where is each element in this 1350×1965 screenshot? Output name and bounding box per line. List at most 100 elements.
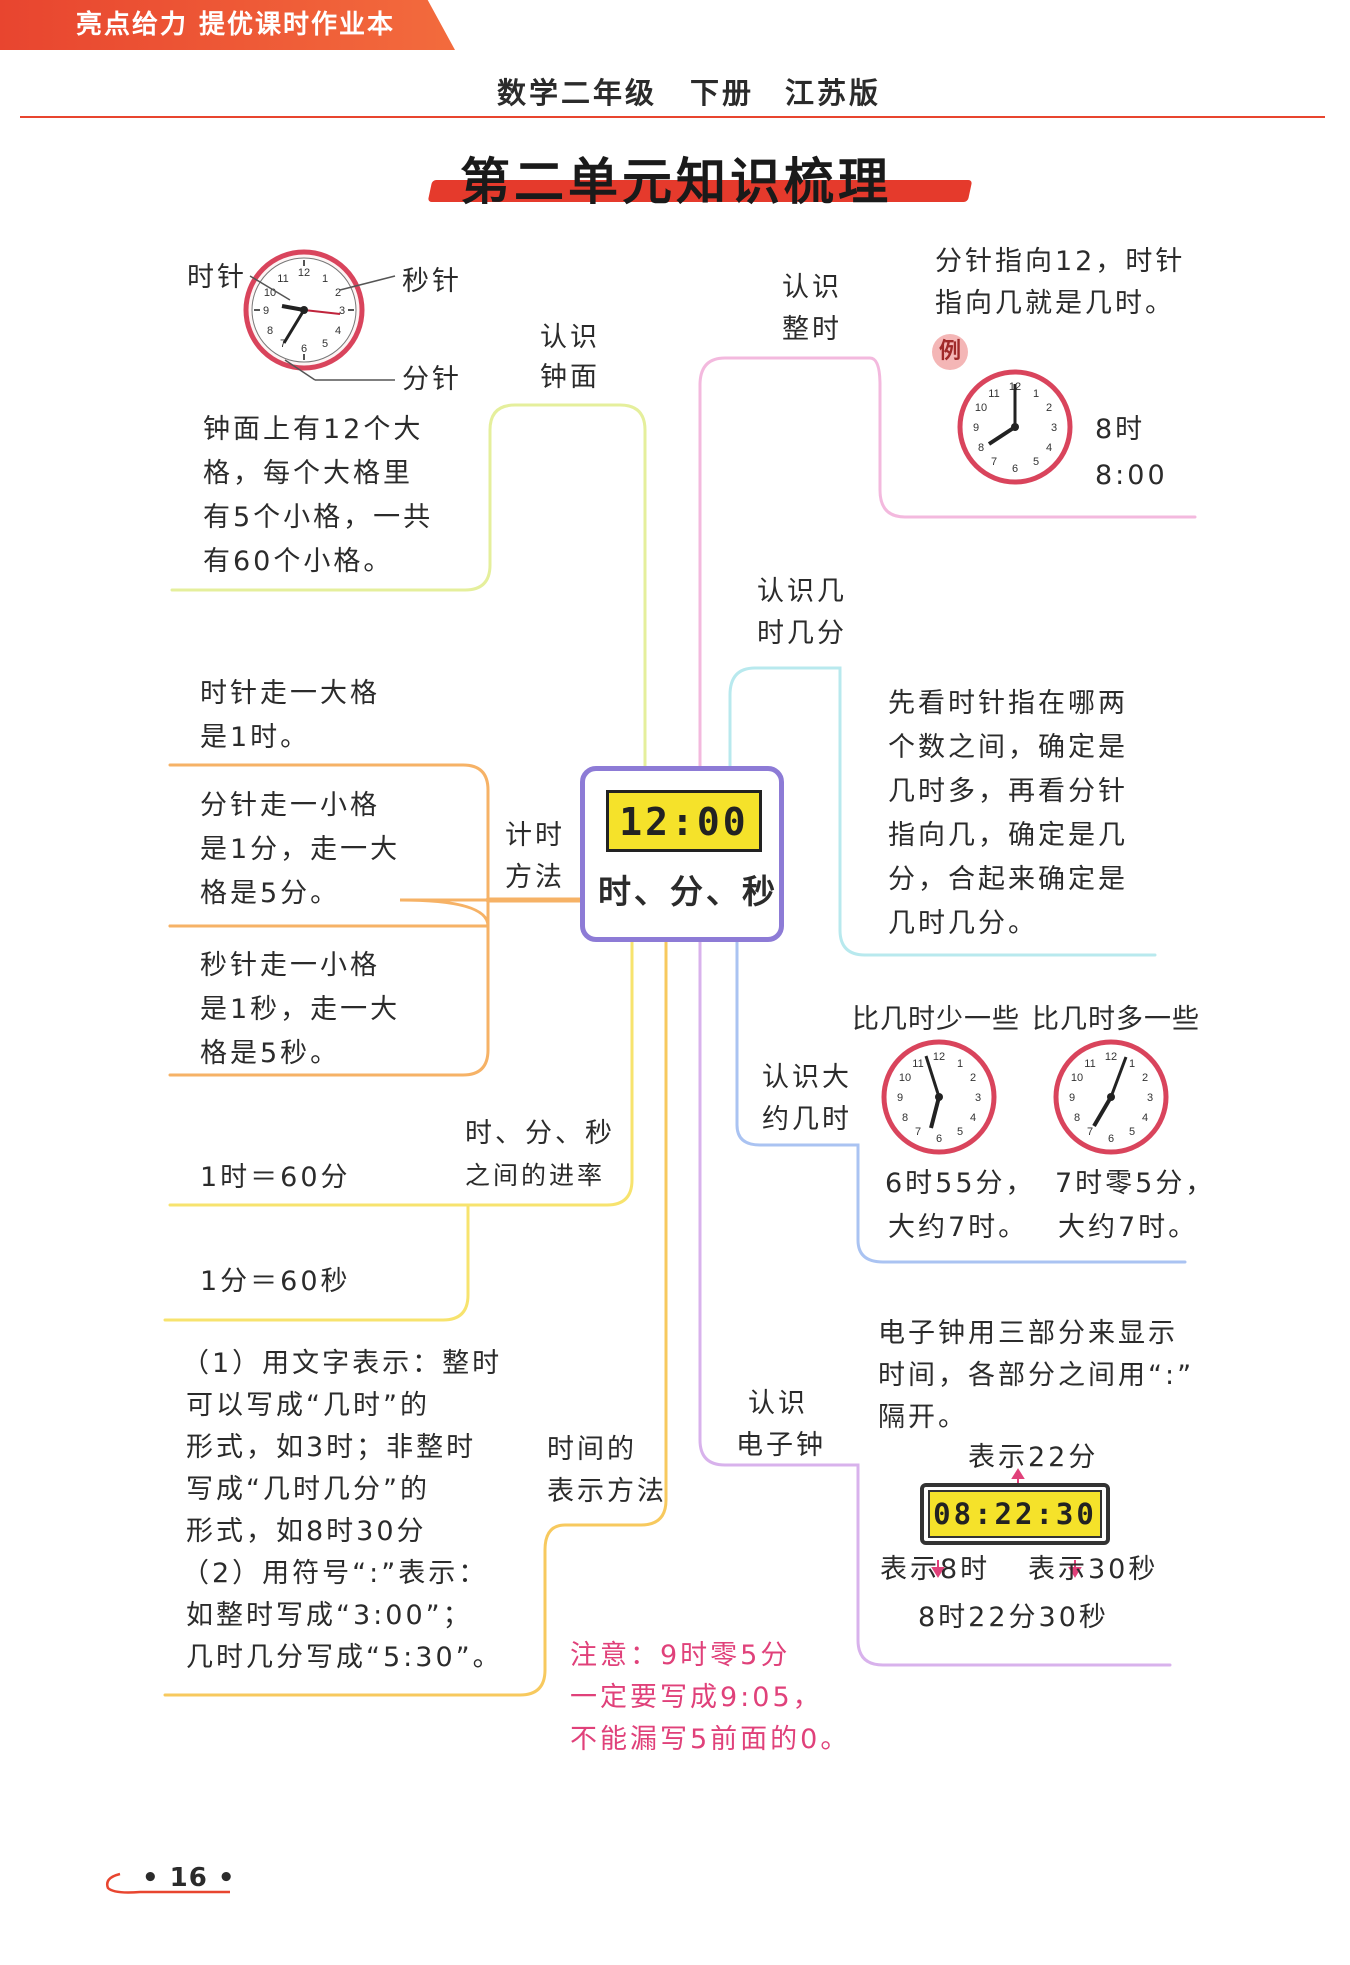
approx-less-text-2: 大约7时。 <box>888 1212 1029 1243</box>
svg-text:4: 4 <box>1046 442 1052 454</box>
timing-minute-2: 是1分，走一大 <box>200 834 401 865</box>
svg-text:6: 6 <box>1108 1133 1114 1145</box>
svg-text:11: 11 <box>277 273 288 285</box>
repr-line-4: 写成“几时几分”的 <box>186 1474 430 1505</box>
svg-text:12: 12 <box>933 1051 945 1063</box>
branch-rates-1: 时、分、秒 <box>465 1118 615 1149</box>
page-number-swoosh <box>106 1872 230 1894</box>
svg-text:7: 7 <box>915 1126 921 1138</box>
note-line-3: 不能漏写5前面的0。 <box>570 1724 851 1755</box>
svg-text:2: 2 <box>1046 402 1052 414</box>
svg-text:3: 3 <box>339 305 345 317</box>
svg-text:9: 9 <box>897 1092 903 1104</box>
svg-text:8: 8 <box>267 325 273 337</box>
svg-text:1: 1 <box>1033 388 1039 400</box>
center-digital-clock: 12:00 <box>606 790 762 852</box>
svg-text:5: 5 <box>1033 456 1039 468</box>
digital-label-hours: 表示8时 <box>880 1554 991 1585</box>
repr-line-3: 形式，如3时；非整时 <box>186 1432 477 1463</box>
svg-text:7: 7 <box>991 456 997 468</box>
repr-line-7: 如整时写成“3:00”； <box>186 1600 473 1631</box>
svg-text:4: 4 <box>335 325 341 337</box>
svg-text:11: 11 <box>912 1058 923 1070</box>
svg-text:8: 8 <box>1074 1112 1080 1124</box>
svg-text:1: 1 <box>322 273 328 285</box>
branch-digital-1: 认识 <box>748 1388 808 1419</box>
brand-banner: 亮点给力 提优课时作业本 <box>0 0 455 50</box>
timing-minute-3: 格是5分。 <box>200 878 341 909</box>
svg-text:6: 6 <box>936 1133 942 1145</box>
branch-hour-minute-1: 认识几 <box>757 576 847 607</box>
svg-text:12: 12 <box>1105 1051 1117 1063</box>
hour-minute-desc-2: 个数之间，确定是 <box>888 732 1128 763</box>
branch-representation-1: 时间的 <box>547 1434 637 1465</box>
hour-minute-desc-1: 先看时针指在哪两 <box>888 688 1128 719</box>
timing-second-2: 是1秒，走一大 <box>200 994 401 1025</box>
svg-text:9: 9 <box>973 422 979 434</box>
svg-text:10: 10 <box>899 1072 911 1084</box>
svg-text:5: 5 <box>322 338 328 350</box>
center-label: 时、分、秒 <box>598 872 778 911</box>
hour-minute-desc-4: 指向几，确定是几 <box>888 820 1128 851</box>
rate-hour-minute: 1时＝60分 <box>200 1162 351 1193</box>
svg-text:9: 9 <box>1069 1092 1075 1104</box>
branch-whole-hour-1: 认识 <box>782 272 842 303</box>
svg-text:2: 2 <box>970 1072 976 1084</box>
branch-timing-1: 计时 <box>505 820 565 851</box>
clock-face-desc-3: 有5个小格，一共 <box>203 502 434 533</box>
digital-desc-3: 隔开。 <box>878 1402 968 1433</box>
svg-text:4: 4 <box>970 1112 976 1124</box>
svg-text:11: 11 <box>1084 1058 1095 1070</box>
svg-text:8: 8 <box>978 442 984 454</box>
branch-clock-face-1: 认识 <box>540 322 600 353</box>
hour-hand-label: 时针 <box>187 262 247 293</box>
clock-face-desc-4: 有60个小格。 <box>203 546 394 577</box>
example-badge: 例 <box>932 334 968 370</box>
svg-text:5: 5 <box>957 1126 963 1138</box>
svg-text:10: 10 <box>1071 1072 1083 1084</box>
approx-more-label: 比几时多一些 <box>1032 1004 1200 1035</box>
svg-text:6: 6 <box>1012 463 1018 475</box>
digital-reading: 8时22分30秒 <box>918 1602 1109 1633</box>
digital-label-minutes: 表示22分 <box>968 1442 1099 1473</box>
note-line-1: 注意：9时零5分 <box>570 1640 791 1671</box>
branch-rates-2: 之间的进率 <box>465 1161 606 1190</box>
svg-text:3: 3 <box>1051 422 1057 434</box>
svg-text:8: 8 <box>902 1112 908 1124</box>
repr-line-1: （1）用文字表示：整时 <box>182 1348 503 1379</box>
whole-hour-desc-2: 指向几就是几时。 <box>935 288 1175 319</box>
clock-label-pointers <box>249 275 396 381</box>
hour-minute-desc-6: 几时几分。 <box>888 908 1038 939</box>
header-rule <box>20 116 1325 118</box>
rate-minute-second: 1分＝60秒 <box>200 1266 351 1297</box>
svg-text:1: 1 <box>1129 1058 1135 1070</box>
repr-line-5: 形式，如8时30分 <box>186 1516 427 1547</box>
digital-label-seconds: 表示30秒 <box>1028 1554 1159 1585</box>
repr-line-2: 可以写成“几时”的 <box>186 1390 430 1421</box>
svg-text:7: 7 <box>280 338 286 350</box>
svg-text:1: 1 <box>957 1058 963 1070</box>
svg-text:3: 3 <box>975 1092 981 1104</box>
timing-second-1: 秒针走一小格 <box>200 950 380 981</box>
page-number: • 16 • <box>142 1863 236 1893</box>
minute-hand-label: 分针 <box>402 364 462 395</box>
approx-less-label: 比几时少一些 <box>852 1004 1020 1035</box>
branch-whole-hour-2: 整时 <box>782 314 842 345</box>
digital-clock-display: 08:22:30 <box>928 1490 1102 1538</box>
svg-text:4: 4 <box>1142 1112 1148 1124</box>
svg-text:2: 2 <box>335 287 341 299</box>
svg-text:10: 10 <box>975 402 987 414</box>
svg-text:12: 12 <box>298 267 310 279</box>
timing-minute-1: 分针走一小格 <box>200 790 380 821</box>
whole-hour-desc-1: 分针指向12，时针 <box>935 246 1186 277</box>
clock-face-desc-2: 格，每个大格里 <box>203 458 413 489</box>
approx-more-text-2: 大约7时。 <box>1058 1212 1199 1243</box>
svg-text:7: 7 <box>1087 1126 1093 1138</box>
digital-desc-1: 电子钟用三部分来显示 <box>878 1318 1178 1349</box>
branch-approx-2: 约几时 <box>762 1104 852 1135</box>
second-hand-label: 秒针 <box>402 266 462 297</box>
